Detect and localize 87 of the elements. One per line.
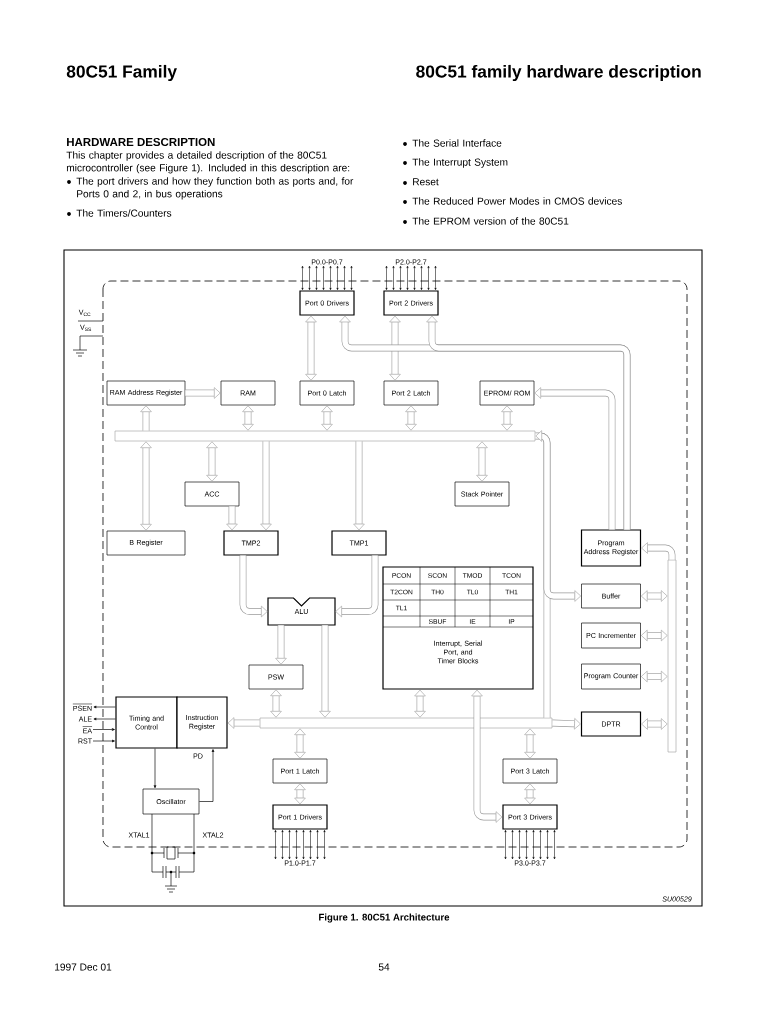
pin-arrow xyxy=(301,265,304,290)
pin-arrow xyxy=(546,830,549,860)
pin-arrow xyxy=(413,265,416,290)
pin-arrow xyxy=(420,265,423,290)
pin-arrow xyxy=(392,265,395,290)
bus-arrow xyxy=(140,441,152,531)
pin-arrow xyxy=(518,830,521,860)
pin-arrow xyxy=(350,265,353,290)
bus-arrow xyxy=(294,728,306,759)
bus-arrow xyxy=(552,718,581,730)
pin-arrow xyxy=(532,830,535,860)
figure-caption: Figure 1. 80C51 Architecture xyxy=(319,913,450,923)
bus-arrow xyxy=(641,718,668,730)
bullet-item: The Serial Interface xyxy=(403,139,502,147)
pin-arrow xyxy=(336,265,339,290)
bus-arrow xyxy=(206,441,218,482)
bus-arrow xyxy=(641,542,676,560)
pin-arrow xyxy=(322,265,325,290)
page-title: 80C51 family hardware description xyxy=(416,64,701,82)
pin-arrow xyxy=(308,265,311,290)
pin-arrow xyxy=(309,830,312,860)
bus-arrow xyxy=(501,405,513,431)
signal-arrow xyxy=(199,749,215,802)
bus-arrow xyxy=(335,555,379,618)
signal-arrow xyxy=(93,717,116,721)
bus-arrow xyxy=(294,783,306,805)
bus-arrow xyxy=(321,405,333,431)
bus-arrow xyxy=(275,625,287,665)
pin-arrow xyxy=(316,830,319,860)
bullet-item: The Timers/Counters xyxy=(67,209,172,217)
bullet-item: The port drivers and how they function both as ports and, for Ports 0 and 2, in bus operations xyxy=(67,177,354,200)
bullet-item: The Interrupt System xyxy=(403,158,508,168)
bus-arrow xyxy=(476,441,488,482)
pin-arrow xyxy=(288,830,291,860)
bus-arrow xyxy=(471,689,503,823)
bus-arrow xyxy=(319,625,331,718)
bus-arrow xyxy=(185,387,221,399)
pin-arrow xyxy=(385,265,388,290)
page-number: 54 xyxy=(378,963,390,971)
pin-arrow xyxy=(553,830,556,860)
bus-arrow xyxy=(641,670,668,683)
paragraph: This chapter provides a detailed description of the 80C51 microcontroller (see Figure 1). Included in this description are: xyxy=(66,151,350,174)
pin-arrow xyxy=(399,265,402,290)
pin-arrow xyxy=(434,265,437,290)
bus-arrow xyxy=(426,315,631,530)
pin-arrow xyxy=(329,265,332,290)
bus-arrow xyxy=(140,405,152,431)
pin-arrow xyxy=(315,265,318,290)
bus-arrow xyxy=(524,783,536,805)
bus-arrow xyxy=(641,629,668,642)
bus-arrow xyxy=(389,315,401,381)
bus-arrow xyxy=(239,555,268,618)
bus-arrow xyxy=(260,441,272,531)
pin-arrow xyxy=(302,830,305,860)
bus-arrow xyxy=(305,315,317,381)
bus-arrow xyxy=(535,430,581,602)
bus-arrow xyxy=(641,590,668,602)
pin-arrow xyxy=(427,265,430,290)
pin-arrow xyxy=(323,830,326,860)
bus-arrow xyxy=(353,441,365,531)
bus-arrow xyxy=(226,506,238,531)
pin-arrow xyxy=(539,830,542,860)
pin-arrow xyxy=(281,830,284,860)
signal-arrow xyxy=(92,739,115,743)
bus-arrow xyxy=(524,728,536,759)
bullet-item: The Reduced Power Modes in CMOS devices xyxy=(403,197,622,205)
page-heading: 80C51 Family xyxy=(66,64,177,82)
pin-arrow xyxy=(295,830,298,860)
bus-arrow xyxy=(534,387,616,530)
pin-arrow xyxy=(343,265,346,290)
pin-arrow xyxy=(511,830,514,860)
bus-arrow xyxy=(414,689,426,718)
signal-arrow xyxy=(153,748,157,789)
bus-arrow xyxy=(227,717,260,729)
bus-arrow xyxy=(242,405,254,431)
section-heading: HARDWARE DESCRIPTION xyxy=(67,137,215,147)
bus-arrow xyxy=(270,689,282,718)
signal-arrow xyxy=(93,705,116,709)
bullet-item: Reset xyxy=(403,178,439,186)
pin-arrow xyxy=(504,830,507,860)
pin-arrow xyxy=(274,830,277,860)
bus-arrow xyxy=(405,405,417,431)
signal-arrow xyxy=(92,728,115,731)
pin-arrow xyxy=(406,265,409,290)
bullet-item: The EPROM version of the 80C51 xyxy=(403,217,569,225)
footer-date: 1997 Dec 01 xyxy=(55,963,112,971)
pin-arrow xyxy=(525,830,528,860)
